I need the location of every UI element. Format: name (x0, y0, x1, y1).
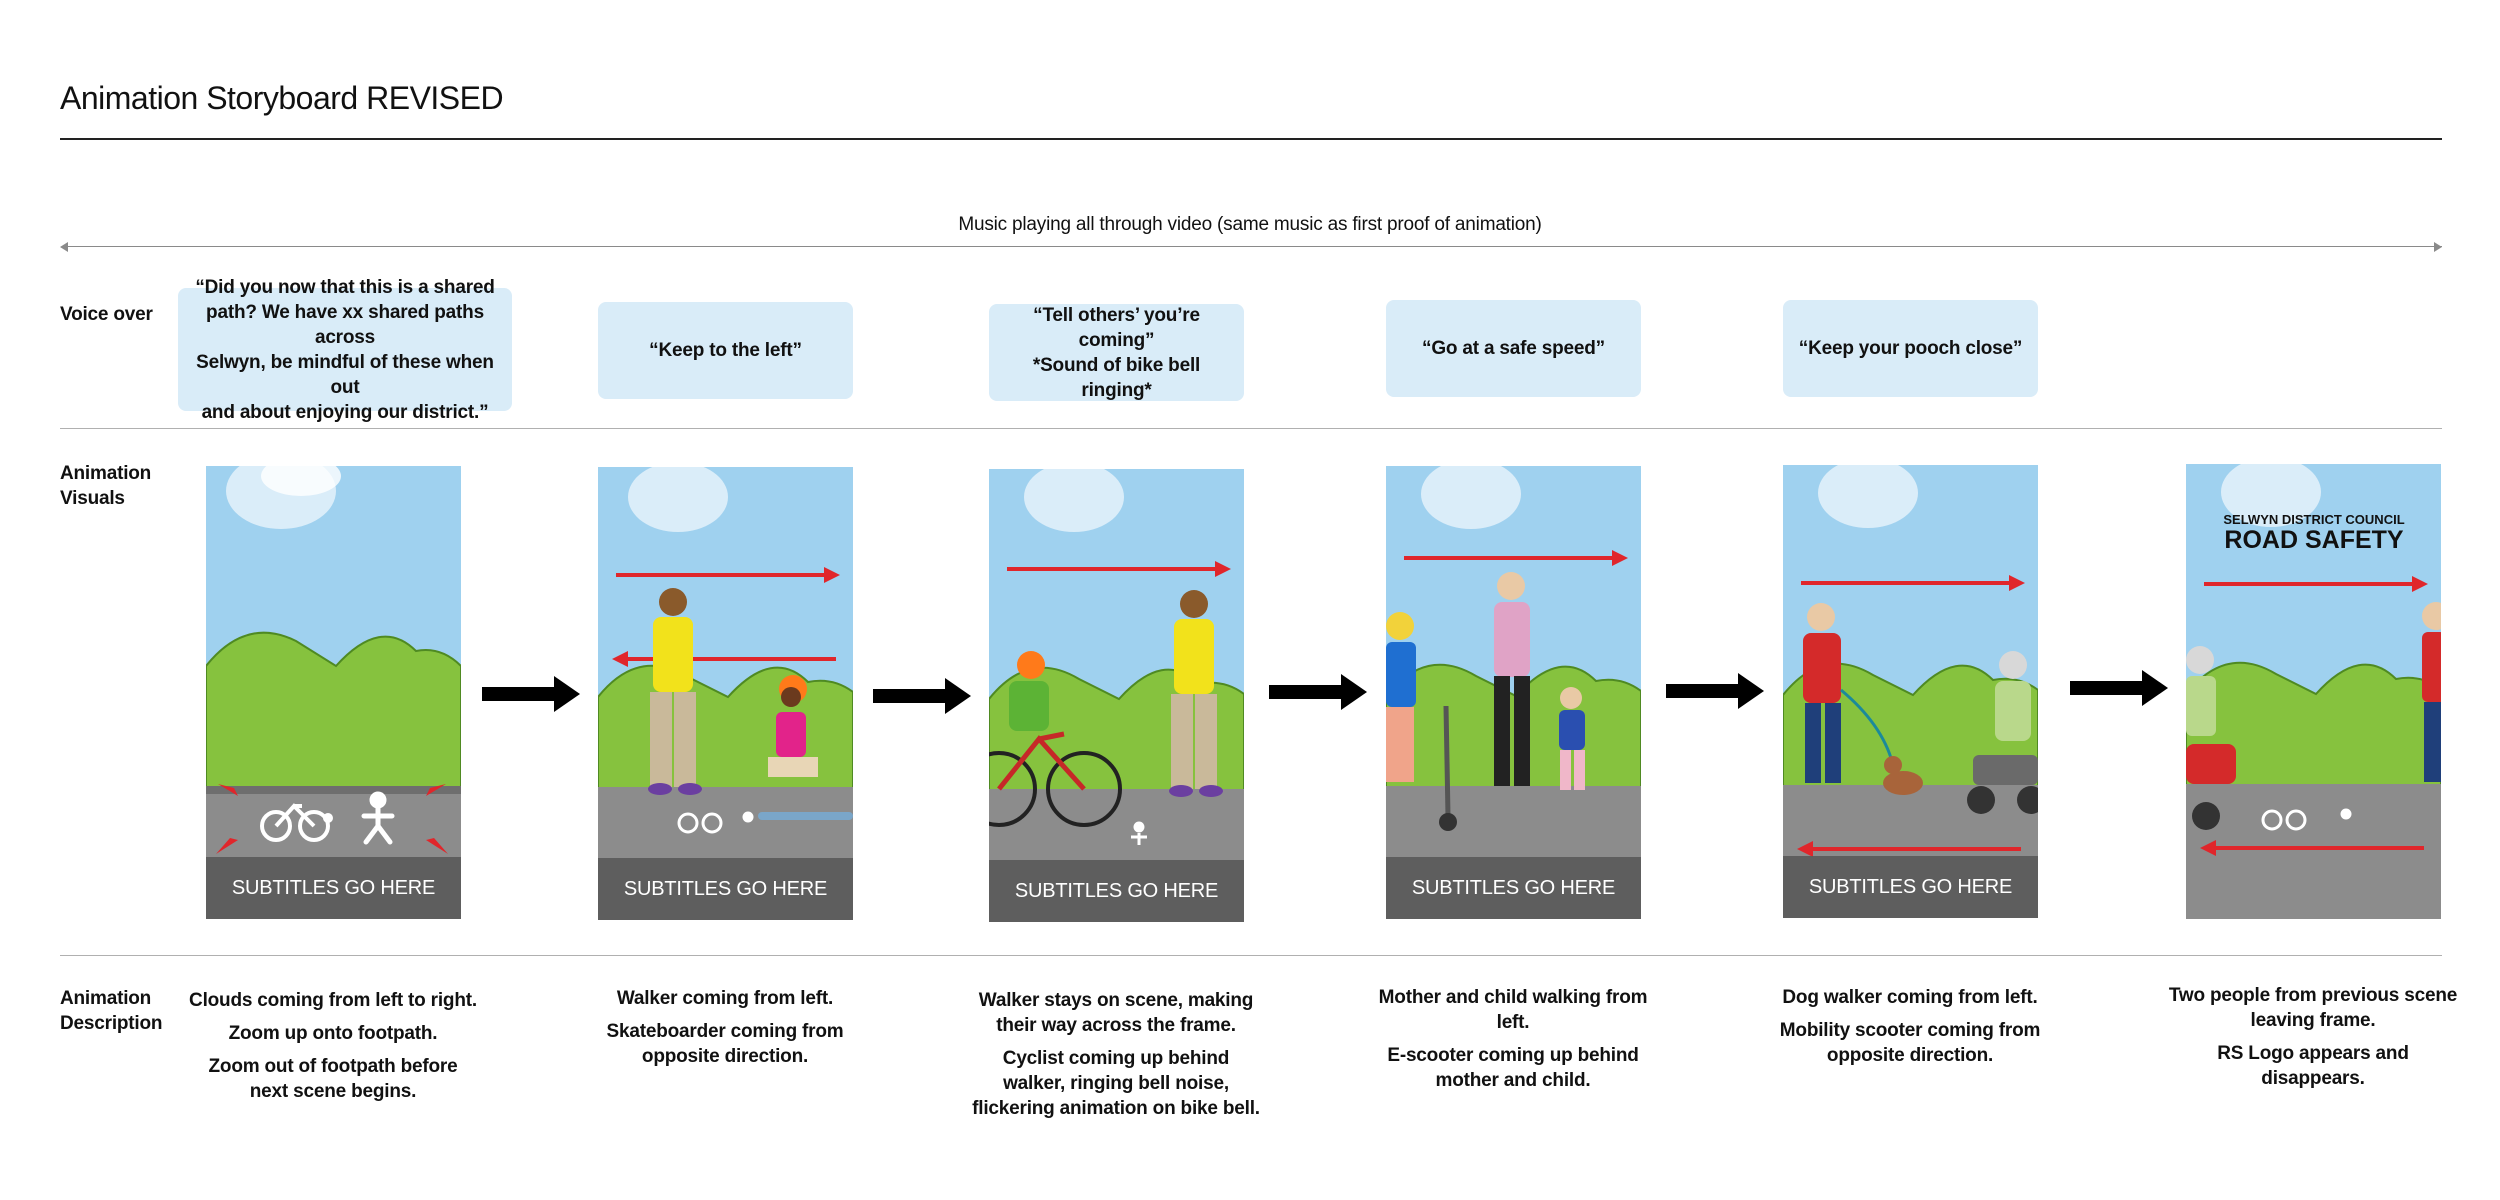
voice-over-line: “Go at a safe speed” (1422, 338, 1605, 359)
zoom-arrows-icon (216, 784, 448, 854)
voice-over-line: “Keep your pooch close” (1798, 338, 2023, 359)
description-6: Two people from previous scene leaving f… (2168, 983, 2458, 1099)
flow-arrow-icon (2070, 670, 2168, 706)
voice-over-bubble-1: “Did you now that this is a shared path?… (178, 277, 512, 423)
dog-figure-icon (1883, 756, 1923, 795)
flow-arrow-icon (1269, 674, 1367, 710)
logo-small-text: SELWYN DISTRICT COUNCIL (2223, 512, 2404, 527)
panel-2-scene (598, 467, 853, 920)
voice-over-line: “Did you now that this is a shared (195, 276, 495, 298)
mother-figure-icon (1494, 572, 1530, 786)
description-paragraph: Two people from previous scene leaving f… (2168, 985, 2458, 1031)
description-4: Mother and child walking from left. E-sc… (1368, 985, 1658, 1101)
direction-arrow-icon (1007, 561, 1231, 577)
voice-over-line: “Tell others’ you’re coming” (1033, 304, 1200, 351)
music-timeline-line (62, 246, 2442, 247)
storyboard-panel-4: SUBTITLES GO HERE (1386, 466, 1641, 919)
direction-arrow-icon (2200, 576, 2428, 856)
direction-arrow-icon (612, 567, 840, 667)
description-paragraph: Dog walker coming from left. (1782, 987, 2038, 1008)
description-paragraph: Walker coming from left. (616, 988, 834, 1009)
dog-walker-figure-icon (1803, 603, 1895, 783)
voice-over-line: “Keep to the left” (649, 340, 802, 361)
subtitle-bar: SUBTITLES GO HERE (598, 858, 853, 920)
row-divider (60, 428, 2442, 429)
voice-over-bubble-2: “Keep to the left” (598, 302, 853, 399)
panel-5-scene (1783, 465, 2038, 918)
logo-big-text: ROAD SAFETY (2224, 526, 2404, 554)
subtitle-bar: SUBTITLES GO HERE (206, 857, 461, 919)
mobility-scooter-icon (1967, 651, 2038, 814)
walker-symbol-icon (361, 791, 395, 845)
exiting-dog-walker-icon (2422, 602, 2441, 782)
storyboard-panel-6: SELWYN DISTRICT COUNCIL ROAD SAFETY (2186, 464, 2441, 919)
flow-arrow-icon (1666, 673, 1764, 709)
timeline-right-arrowhead-icon (2434, 242, 2442, 252)
description-label-line-1: Animation (60, 988, 152, 1009)
voice-over-line: Selwyn, be mindful of these when out (196, 351, 494, 398)
direction-arrow-icon (1797, 575, 2025, 857)
bike-symbol-icon (260, 803, 330, 842)
description-paragraph: Walker stays on scene, making their way … (978, 990, 1254, 1036)
voice-over-bubble-3: “Tell others’ you’re coming” *Sound of b… (989, 304, 1244, 401)
flow-arrow-icon (482, 676, 580, 712)
storyboard-panel-5: SUBTITLES GO HERE (1783, 465, 2038, 918)
description-label-line-2: Description (60, 1013, 163, 1034)
storyboard-panel-3: SUBTITLES GO HERE (989, 469, 1244, 922)
storyboard-panel-1: SUBTITLES GO HERE (206, 466, 461, 919)
skateboarder-figure-icon (758, 675, 853, 820)
panel-4-scene (1386, 466, 1641, 919)
voice-over-line: *Sound of bike bell ringing* (1032, 354, 1201, 401)
visuals-label-line-1: Animation (60, 463, 152, 484)
description-paragraph: Skateboarder coming from opposite direct… (606, 1021, 844, 1067)
panel-6-scene: SELWYN DISTRICT COUNCIL ROAD SAFETY (2186, 464, 2441, 919)
description-3: Walker stays on scene, making their way … (971, 988, 1261, 1129)
description-1: Clouds coming from left to right. Zoom u… (188, 988, 478, 1112)
description-paragraph: Mobility scooter coming from opposite di… (1779, 1020, 2041, 1066)
description-paragraph: Clouds coming from left to right. (189, 990, 477, 1011)
voice-over-label: Voice over (60, 304, 153, 325)
subtitle-bar: SUBTITLES GO HERE (1386, 857, 1641, 919)
exiting-scooter-rider-icon (2186, 646, 2236, 830)
description-label: Animation Description (60, 986, 163, 1036)
subtitle-bar: SUBTITLES GO HERE (1783, 856, 2038, 918)
escooter-rider-icon (1386, 612, 1457, 831)
description-paragraph: Mother and child walking from left. (1378, 987, 1648, 1033)
description-5: Dog walker coming from left. Mobility sc… (1765, 985, 2055, 1076)
visuals-label-line-2: Visuals (60, 488, 125, 509)
description-paragraph: Cyclist coming up behind walker, ringing… (972, 1048, 1260, 1119)
child-figure-icon (1559, 687, 1585, 790)
walker-figure-icon (648, 588, 702, 795)
storyboard-panel-2: SUBTITLES GO HERE (598, 467, 853, 920)
voice-over-line: and about enjoying our district.” (201, 401, 489, 423)
page-title: Animation Storyboard REVISED (60, 80, 504, 116)
flow-arrow-icon (873, 678, 971, 714)
title-divider (60, 138, 2442, 140)
visuals-label: Animation Visuals (60, 461, 151, 511)
cyclist-figure-icon (989, 651, 1122, 827)
music-note: Music playing all through video (same mu… (958, 214, 1542, 235)
description-paragraph: E-scooter coming up behind mother and ch… (1387, 1045, 1639, 1091)
direction-arrow-icon (1404, 550, 1628, 566)
subtitle-bar: SUBTITLES GO HERE (989, 860, 1244, 922)
description-paragraph: Zoom out of footpath before next scene b… (208, 1056, 458, 1102)
timeline-left-arrowhead-icon (60, 242, 68, 252)
description-paragraph: Zoom up onto footpath. (228, 1023, 438, 1044)
row-divider (60, 955, 2442, 956)
description-paragraph: RS Logo appears and disappears. (2217, 1043, 2409, 1089)
walker-figure-icon (1169, 590, 1223, 797)
voice-over-bubble-5: “Keep your pooch close” (1783, 300, 2038, 397)
description-2: Walker coming from left. Skateboarder co… (580, 986, 870, 1077)
voice-over-bubble-4: “Go at a safe speed” (1386, 300, 1641, 397)
voice-over-line: path? We have xx shared paths across (206, 301, 484, 348)
panel-1-scene (206, 466, 461, 919)
panel-3-scene (989, 469, 1244, 922)
